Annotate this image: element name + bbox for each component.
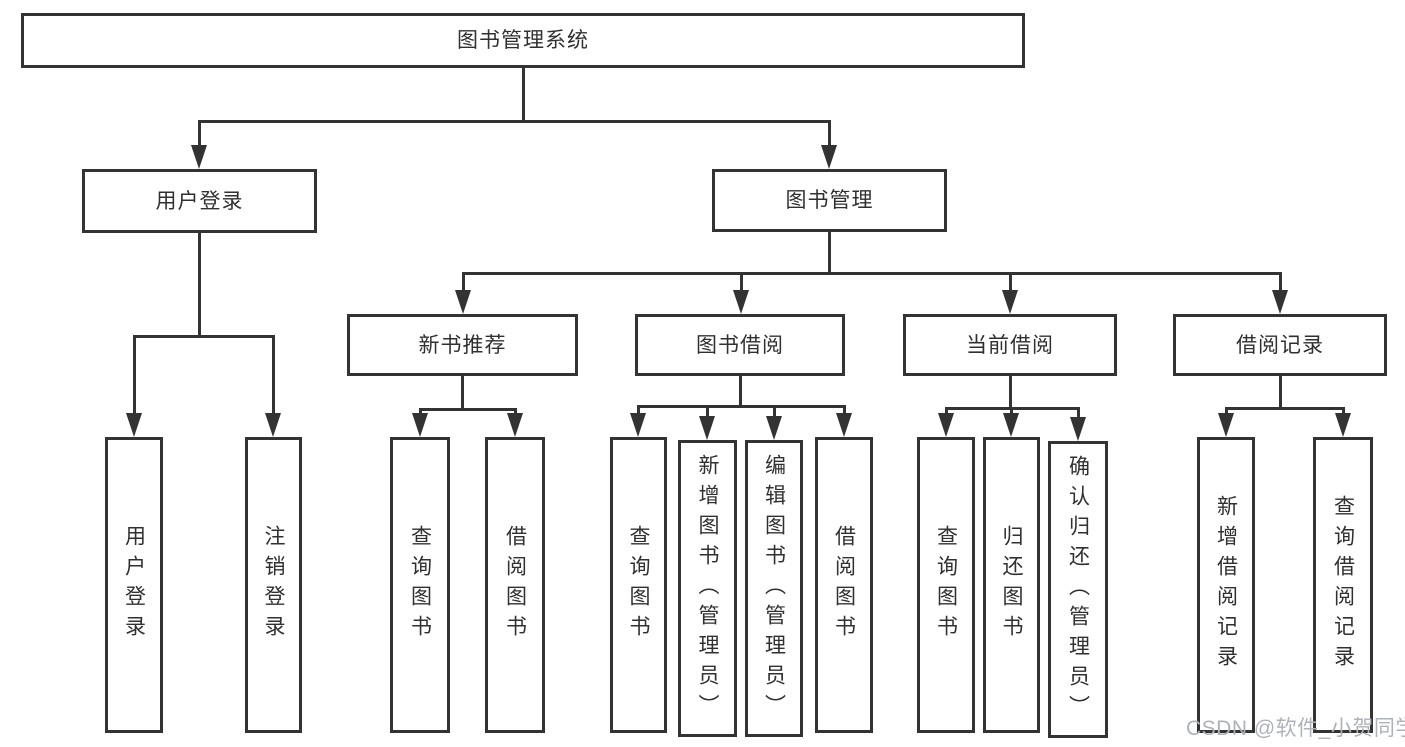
connector-arm bbox=[1009, 275, 1012, 290]
connector-arm bbox=[1279, 275, 1282, 290]
connector-bar bbox=[462, 272, 1282, 275]
connector-stem bbox=[461, 376, 464, 411]
connector-arm bbox=[740, 275, 743, 290]
connector-arm bbox=[1342, 410, 1345, 413]
connector-arm bbox=[637, 408, 640, 413]
node-user-login: 用户登录 bbox=[82, 169, 317, 233]
node-library-management-system: 图书管理系统 bbox=[21, 13, 1025, 68]
connector-bar bbox=[419, 408, 517, 411]
leaf-logout: 注销登录 bbox=[245, 437, 302, 733]
node-label: 借阅记录 bbox=[1236, 333, 1324, 357]
arrowhead-down-icon bbox=[265, 413, 281, 437]
connector-arm bbox=[272, 338, 275, 413]
arrowhead-down-icon bbox=[733, 290, 749, 314]
arrowhead-down-icon bbox=[1003, 413, 1019, 437]
leaf-return-books: 归还图书 bbox=[983, 437, 1040, 733]
arrowhead-down-icon bbox=[191, 145, 207, 169]
connector-arm bbox=[706, 408, 709, 416]
arrowhead-down-icon bbox=[507, 413, 523, 437]
node-label: 查询借阅记录 bbox=[1331, 495, 1355, 675]
leaf-add-books-admin: 新增图书（管理员） bbox=[678, 440, 737, 737]
connector-arm bbox=[133, 338, 136, 413]
node-book-management: 图书管理 bbox=[712, 169, 947, 232]
node-new-book-recommend: 新书推荐 bbox=[347, 314, 578, 376]
node-label: 图书管理 bbox=[785, 189, 874, 212]
connector-stem bbox=[828, 232, 831, 275]
arrowhead-down-icon bbox=[630, 413, 646, 437]
connector-arm bbox=[419, 411, 422, 413]
leaf-query-books-2: 查询图书 bbox=[610, 437, 667, 733]
arrowhead-down-icon bbox=[1272, 290, 1288, 314]
connector-arm bbox=[828, 123, 831, 145]
arrowhead-down-icon bbox=[455, 290, 471, 314]
leaf-query-borrow-record: 查询借阅记录 bbox=[1313, 437, 1373, 733]
connector-arm bbox=[773, 408, 776, 416]
node-label: 注销登录 bbox=[262, 525, 285, 645]
connector-stem bbox=[198, 233, 201, 338]
arrowhead-down-icon bbox=[412, 413, 428, 437]
connector-arm bbox=[1225, 410, 1228, 413]
connector-arm bbox=[1077, 410, 1080, 417]
leaf-borrow-books: 借阅图书 bbox=[485, 437, 545, 733]
node-label: 图书借阅 bbox=[696, 333, 784, 357]
csdn-watermark: CSDN @软件_小贺同学 bbox=[1186, 717, 1405, 740]
arrowhead-down-icon bbox=[766, 416, 782, 440]
connector-bar bbox=[1225, 407, 1345, 410]
arrowhead-down-icon bbox=[126, 413, 142, 437]
arrowhead-down-icon bbox=[821, 145, 837, 169]
arrowhead-down-icon bbox=[699, 416, 715, 440]
leaf-add-borrow-record: 新增借阅记录 bbox=[1197, 437, 1255, 733]
leaf-borrow-books-2: 借阅图书 bbox=[815, 437, 873, 733]
connector-stem bbox=[739, 376, 742, 408]
node-label: 用户登录 bbox=[155, 189, 244, 213]
leaf-query-books: 查询图书 bbox=[390, 437, 450, 733]
arrowhead-down-icon bbox=[938, 413, 954, 437]
leaf-query-books-3: 查询图书 bbox=[917, 437, 975, 733]
node-label: 新增借阅记录 bbox=[1214, 495, 1238, 675]
node-label: 编辑图书（管理员） bbox=[762, 453, 786, 724]
connector-bar bbox=[637, 405, 846, 408]
arrowhead-down-icon bbox=[836, 413, 852, 437]
connector-arm bbox=[1010, 410, 1013, 413]
node-label: 用户登录 bbox=[122, 525, 146, 645]
connector-stem bbox=[1279, 376, 1282, 410]
node-current-borrow: 当前借阅 bbox=[903, 314, 1117, 376]
arrowhead-down-icon bbox=[1002, 290, 1018, 314]
connector-bar bbox=[198, 120, 831, 123]
node-label: 当前借阅 bbox=[966, 333, 1054, 357]
connector-arm bbox=[198, 123, 201, 145]
arrowhead-down-icon bbox=[1070, 417, 1086, 441]
arrowhead-down-icon bbox=[1218, 413, 1234, 437]
connector-arm bbox=[843, 408, 846, 413]
connector-arm bbox=[945, 410, 948, 413]
node-label: 借阅图书 bbox=[832, 525, 856, 645]
node-book-borrow: 图书借阅 bbox=[635, 314, 845, 376]
leaf-user-login: 用户登录 bbox=[105, 437, 163, 733]
node-label: 查询图书 bbox=[627, 525, 650, 645]
node-label: 确认归还（管理员） bbox=[1066, 454, 1090, 725]
connector-bar bbox=[945, 407, 1080, 410]
connector-arm bbox=[514, 411, 517, 413]
leaf-confirm-return-admin: 确认归还（管理员） bbox=[1048, 441, 1108, 738]
leaf-edit-books-admin: 编辑图书（管理员） bbox=[745, 440, 803, 737]
connector-stem bbox=[522, 68, 525, 123]
connector-bar bbox=[133, 335, 275, 338]
connector-arm bbox=[462, 275, 465, 290]
node-borrow-records: 借阅记录 bbox=[1173, 314, 1387, 376]
node-label: 查询图书 bbox=[934, 525, 958, 645]
node-label: 图书管理系统 bbox=[457, 29, 589, 52]
node-label: 归还图书 bbox=[1000, 525, 1023, 645]
connector-stem bbox=[1009, 376, 1012, 410]
node-label: 新增图书（管理员） bbox=[696, 453, 719, 724]
arrowhead-down-icon bbox=[1335, 413, 1351, 437]
node-label: 查询图书 bbox=[408, 525, 432, 645]
node-label: 借阅图书 bbox=[503, 525, 527, 645]
node-label: 新书推荐 bbox=[418, 333, 507, 357]
